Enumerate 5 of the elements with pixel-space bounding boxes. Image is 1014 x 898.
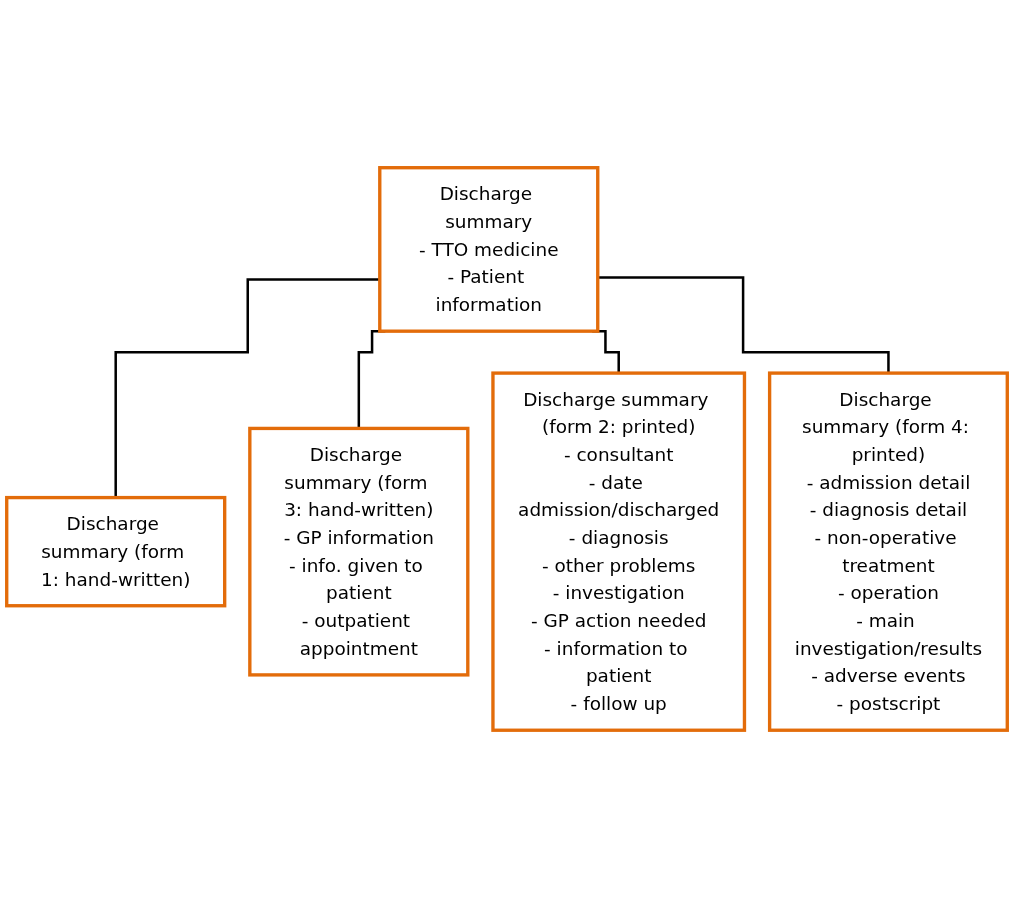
node-box: Discharge summary (form 2: printed) - consultant - date admission/discharged - diagnosis - other problems - investigation - GP action needed - information to patient - follow up	[491, 371, 747, 732]
node-box: Discharge summary - TTO medicine - Patient information	[378, 166, 600, 333]
node-box: Discharge summary (form 1: hand-written)	[5, 495, 227, 608]
node-box: Discharge summary (form 3: hand-written) - GP information - info. given to patient - outpatient appointment	[248, 426, 470, 677]
node-box: Discharge summary (form 4: printed) - admission detail - diagnosis detail - non-operative treatment - operation - main investigation/results - adverse events - postscript	[767, 371, 1009, 732]
